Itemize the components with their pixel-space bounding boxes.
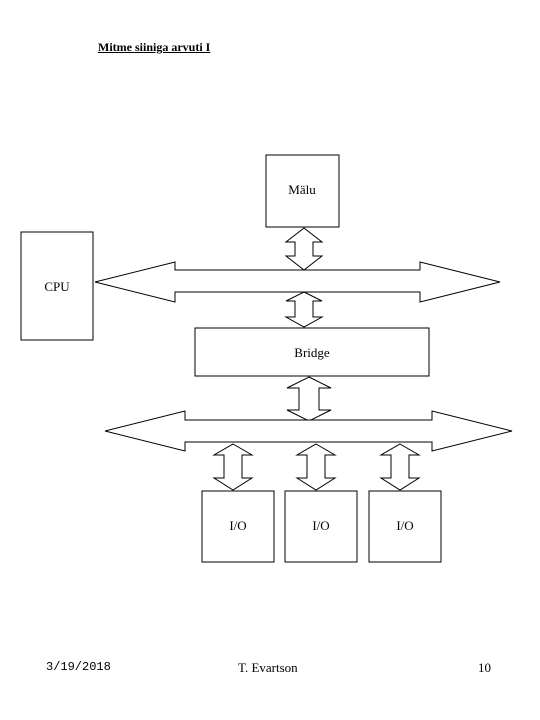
cpu-label: CPU xyxy=(44,279,70,294)
io-connector-arrow-2 xyxy=(295,443,337,491)
cpu-box: CPU xyxy=(20,231,94,341)
bridge-io-bus-connector-arrow xyxy=(286,376,332,422)
io-box-1: I/O xyxy=(201,490,275,563)
footer-page-number: 10 xyxy=(478,660,491,675)
system-bus-arrow xyxy=(94,261,501,303)
bridge-box: Bridge xyxy=(194,327,430,377)
io-box-2: I/O xyxy=(284,490,358,563)
bridge-label: Bridge xyxy=(294,345,330,360)
io-label-3: I/O xyxy=(396,518,413,533)
io-connector-arrow-3 xyxy=(379,443,421,491)
memory-label: Mälu xyxy=(288,182,316,197)
io-bus-arrow xyxy=(104,410,513,452)
io-box-3: I/O xyxy=(368,490,442,563)
footer-date: 3/19/2018 xyxy=(46,660,111,674)
bridge-bus-connector-arrow xyxy=(284,291,324,328)
slide-title: Mitme siiniga arvuti I xyxy=(98,40,211,54)
memory-box: Mälu xyxy=(265,154,340,228)
io-connector-arrow-1 xyxy=(212,443,254,491)
memory-bus-connector-arrow xyxy=(284,227,324,271)
footer-author: T. Evartson xyxy=(238,660,298,675)
io-label-2: I/O xyxy=(312,518,329,533)
io-label-1: I/O xyxy=(229,518,246,533)
